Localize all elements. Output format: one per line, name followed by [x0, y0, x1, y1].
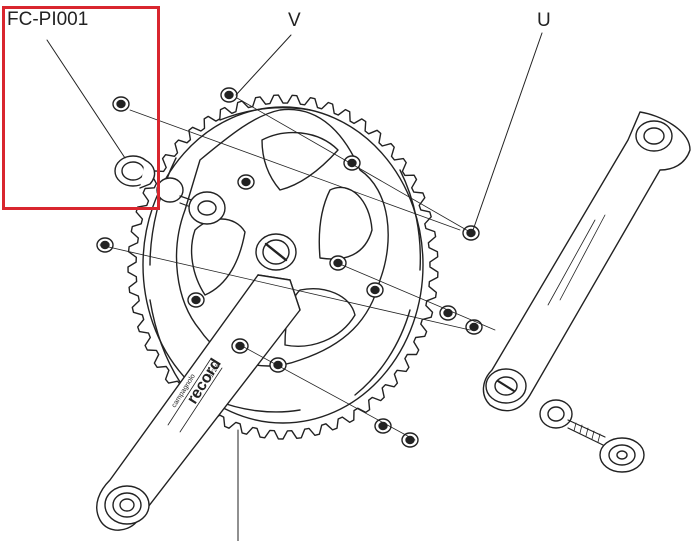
dust-cap-assembly [114, 155, 226, 225]
part-code-label: FC-PI001 [7, 9, 89, 30]
chainring-bolt-icon [439, 305, 457, 321]
chainring-bolt-icon [401, 432, 419, 448]
callout-label-v: V [288, 10, 301, 31]
chainring-bolt-icon [343, 155, 361, 171]
chainring-bolt-icon [269, 357, 287, 373]
chainring-bolt-icon [231, 338, 249, 354]
chainring-bolt-icon [374, 418, 392, 434]
leader-line-v [235, 34, 292, 96]
right-crank-arm [482, 111, 691, 412]
chainring-bolt-icon [465, 319, 483, 335]
chainring-bolt-icon [187, 292, 205, 308]
pedal-spindle [539, 399, 645, 473]
chainring-bolt-icon [220, 87, 238, 103]
bolt-axis-line-4 [241, 345, 416, 441]
spider-cutout-right [318, 186, 373, 260]
chainring-arches [149, 106, 422, 413]
bolt-axis-line-5 [334, 261, 496, 331]
chainring-bolt-icon [462, 225, 480, 241]
crank-fixing-bolt [255, 233, 297, 271]
highlight-box [2, 6, 160, 210]
leader-line-part-code [46, 39, 126, 159]
bolt-axis-line-1 [129, 109, 461, 231]
chainring-bolt-icon [112, 96, 130, 112]
leader-lines [46, 32, 543, 541]
chainring-bolt-icon [96, 237, 114, 253]
spider-cutout-left [190, 218, 246, 296]
bolt-axis-line-3 [99, 244, 471, 331]
chainring-bolt-icon [237, 174, 255, 190]
chainring-bolts [96, 87, 483, 448]
leader-line-u [471, 32, 543, 234]
chainring-bolt-icon [366, 282, 384, 298]
bolt-axis-line-2 [236, 97, 471, 233]
callout-label-u: U [537, 10, 551, 31]
